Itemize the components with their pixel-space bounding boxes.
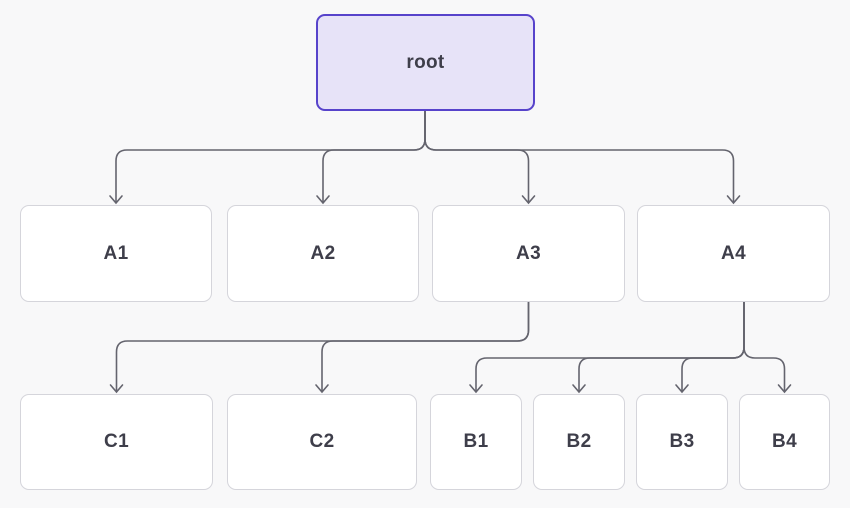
edge-line: [322, 110, 426, 203]
arrowhead-icon: [572, 384, 586, 394]
node-b2[interactable]: B2: [533, 394, 625, 490]
edge-a4-b1: [469, 301, 745, 394]
arrowhead-icon: [777, 384, 792, 394]
edge-root-a2: [316, 110, 426, 205]
edge-line: [321, 301, 530, 392]
edge-root-a4: [424, 110, 741, 205]
node-b1[interactable]: B1: [430, 394, 522, 490]
node-a2-label: A2: [310, 242, 336, 264]
node-a2[interactable]: A2: [227, 205, 419, 302]
edge-root-a3: [424, 110, 536, 205]
edge-line: [475, 301, 745, 392]
node-b4[interactable]: B4: [739, 394, 830, 490]
arrowhead-icon: [316, 195, 330, 205]
node-a3-label: A3: [516, 242, 541, 264]
edge-line: [743, 301, 786, 392]
node-b4-label: B4: [772, 431, 797, 452]
node-a3[interactable]: A3: [432, 205, 625, 302]
node-b3[interactable]: B3: [636, 394, 728, 490]
node-c2[interactable]: C2: [227, 394, 417, 490]
arrowhead-icon: [469, 384, 483, 394]
edge-a3-c2: [315, 301, 530, 394]
edge-a4-b3: [675, 301, 745, 394]
edge-line: [681, 301, 745, 392]
edge-line: [578, 301, 745, 392]
edge-root-a1: [109, 110, 426, 205]
node-b3-label: B3: [669, 431, 695, 452]
arrowhead-icon: [109, 195, 123, 205]
arrowhead-icon: [726, 195, 741, 205]
node-b2-label: B2: [566, 431, 592, 452]
node-a1[interactable]: A1: [20, 205, 212, 302]
arrowhead-icon: [315, 384, 329, 394]
arrowhead-icon: [675, 384, 689, 394]
arrowhead-icon: [109, 384, 124, 394]
edge-a3-c1: [109, 301, 530, 394]
node-c1[interactable]: C1: [20, 394, 213, 490]
edge-line: [424, 110, 530, 203]
node-b1-label: B1: [463, 431, 489, 452]
node-c1-label: C1: [104, 431, 129, 452]
edge-a4-b2: [572, 301, 745, 394]
edge-a4-b4: [743, 301, 792, 394]
node-a4-label: A4: [721, 242, 746, 264]
edge-line: [115, 110, 426, 203]
arrowhead-icon: [521, 195, 536, 205]
edge-line: [424, 110, 735, 203]
node-c2-label: C2: [309, 431, 335, 452]
node-root[interactable]: root: [316, 14, 535, 111]
node-root-label: root: [406, 51, 445, 73]
node-a4[interactable]: A4: [637, 205, 830, 302]
node-a1-label: A1: [103, 242, 129, 264]
